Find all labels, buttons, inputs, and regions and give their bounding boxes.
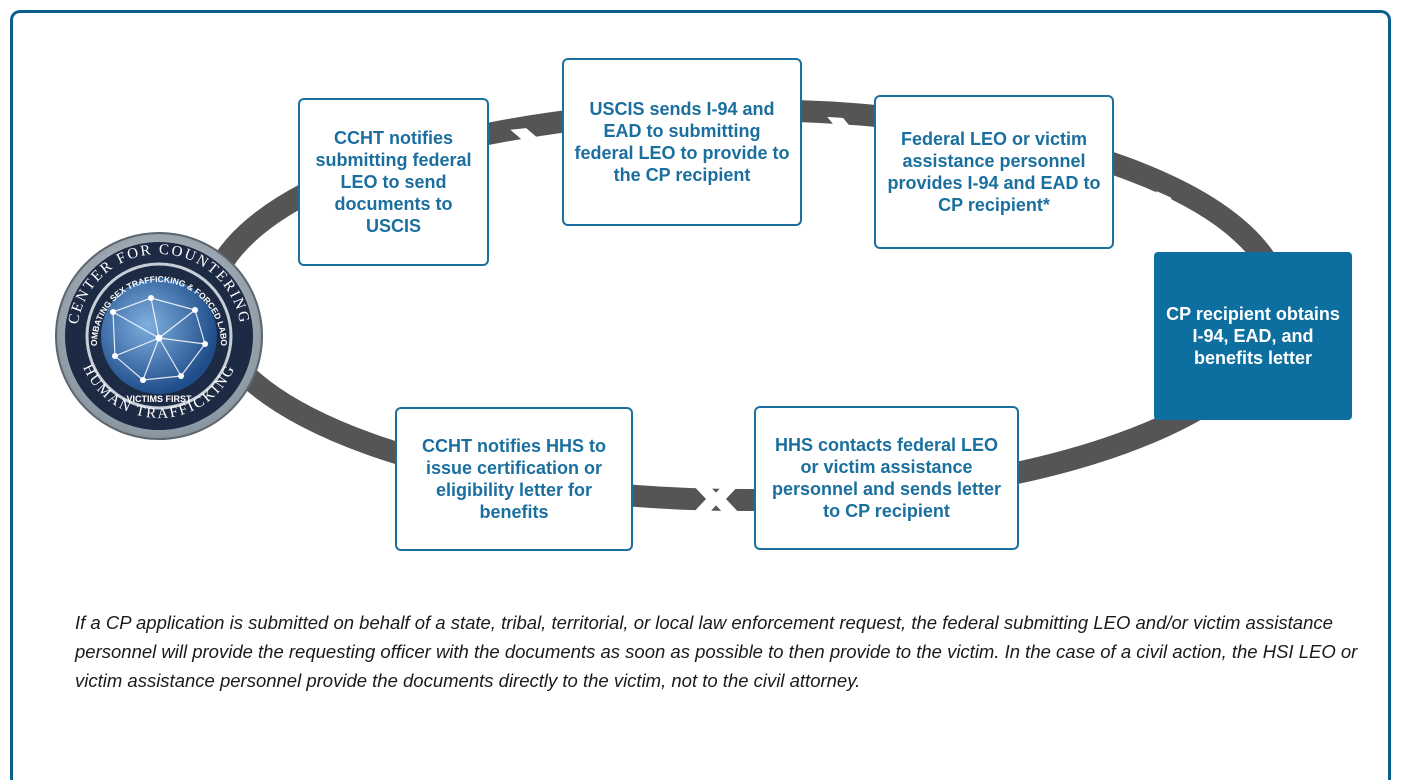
cycle-chevrons [510, 116, 1179, 516]
cchtseal-logo: CENTER FOR COUNTERING HUMAN TRAFFICKING … [55, 232, 263, 440]
diagram-frame [10, 10, 1391, 780]
step-cp-recipient-obtains: CP recipient obtains I-94, EAD, and bene… [1154, 252, 1352, 420]
svg-text:VICTIMS FIRST: VICTIMS FIRST [127, 394, 193, 404]
step-ccht-notifies-leo: CCHT notifies submitting federal LEO to … [298, 98, 489, 266]
step-leo-provides-documents: Federal LEO or victim assistance personn… [874, 95, 1114, 249]
step-uscis-sends-documents: USCIS sends I-94 and EAD to submitting f… [562, 58, 802, 226]
step-ccht-notifies-hhs: CCHT notifies HHS to issue certification… [395, 407, 633, 551]
footnote-text: If a CP application is submitted on beha… [75, 612, 1358, 691]
step-hhs-contacts-leo: HHS contacts federal LEO or victim assis… [754, 406, 1019, 550]
